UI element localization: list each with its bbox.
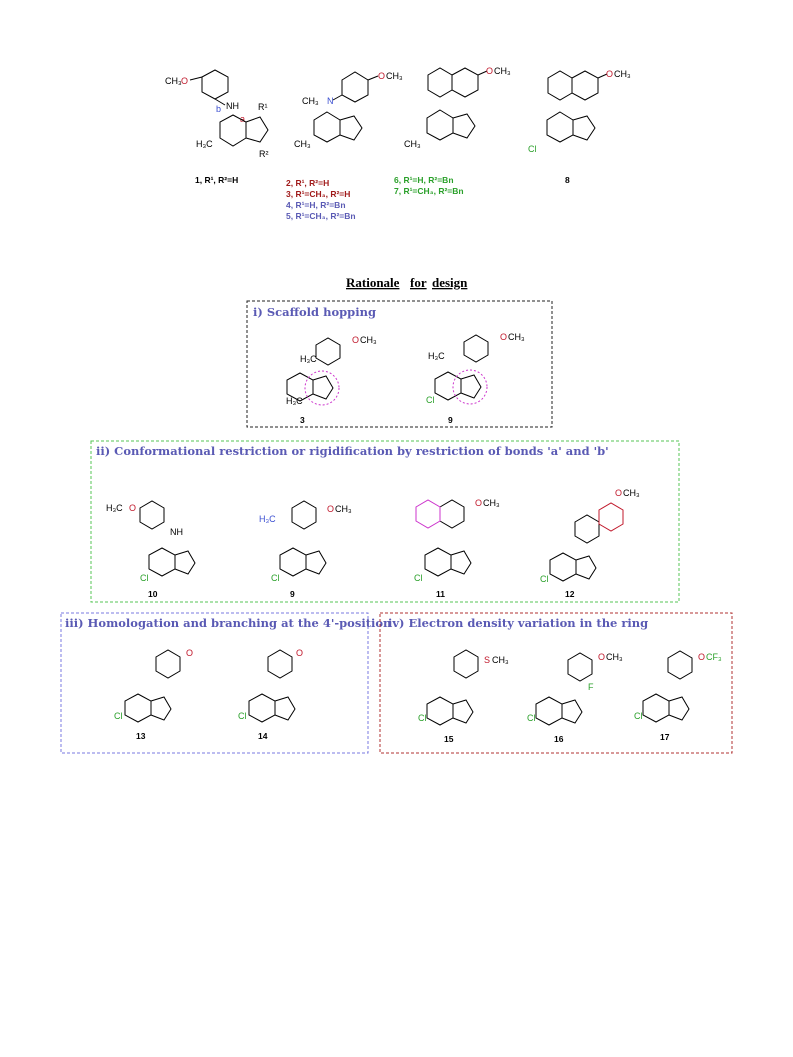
label-53: CH₃ xyxy=(483,498,500,508)
label-7: H₃C xyxy=(196,139,213,149)
label-4: a xyxy=(240,114,245,124)
label-73: CH₃ xyxy=(606,652,623,662)
label-25: Cl xyxy=(528,144,537,154)
section-iv-label: iv) Electron density variation in the ri… xyxy=(388,616,648,630)
label-8: 1, R¹, R²=H xyxy=(195,175,238,185)
label-18: O xyxy=(486,66,493,76)
label-14: 2, R¹, R²=H xyxy=(286,178,329,188)
label-27: Rationale xyxy=(346,275,400,290)
rationale-title: Rationale for design xyxy=(346,275,468,290)
label-21: 6, R¹=H, R²=Bn xyxy=(394,175,454,185)
label-75: Cl xyxy=(527,713,536,723)
label-0: CH₃ xyxy=(165,76,182,86)
label-19: CH₃ xyxy=(494,66,511,76)
section-iii-box xyxy=(60,612,369,754)
label-63: 13 xyxy=(136,731,146,741)
compound-1: CH₃ O b NH a R¹ R² H₃C 1, R¹, R²=H xyxy=(165,69,269,185)
label-56: O xyxy=(615,488,622,498)
label-62: Cl xyxy=(114,711,123,721)
label-34: H₃C xyxy=(286,396,303,406)
section-i-structures: O CH₃ H₃C H₃C 3 O CH₃ H₃C Cl 9 xyxy=(286,332,525,425)
label-38: H₃C xyxy=(428,351,445,361)
label-12: CH₃ xyxy=(302,96,319,106)
label-69: CH₃ xyxy=(492,655,509,665)
section-iii-structures: O Cl 13 O Cl 14 xyxy=(114,648,303,741)
label-24: CH₃ xyxy=(614,69,631,79)
label-28: for xyxy=(410,275,427,290)
section-i-box xyxy=(246,300,553,428)
section-iv-structures: S CH₃ Cl 15 O CH₃ F Cl 16 O CF₃ Cl 17 xyxy=(418,649,722,744)
section-iv-box xyxy=(379,612,733,754)
label-66: 14 xyxy=(258,731,268,741)
label-6: R² xyxy=(259,149,269,159)
label-51: 9 xyxy=(290,589,295,599)
label-10: CH₃ xyxy=(386,71,403,81)
label-9: O xyxy=(378,71,385,81)
label-26: 8 xyxy=(565,175,570,185)
label-29: design xyxy=(432,275,468,290)
label-45: Cl xyxy=(140,573,149,583)
label-33: H₃C xyxy=(300,354,317,364)
label-54: Cl xyxy=(414,573,423,583)
label-5: R¹ xyxy=(258,102,268,112)
label-64: O xyxy=(296,648,303,658)
label-59: 12 xyxy=(565,589,575,599)
label-36: O xyxy=(500,332,507,342)
label-2: b xyxy=(216,104,221,114)
compound-6-7: O CH₃ CH₃ 6, R¹=H, R²=Bn 7, R¹=CH₃, R²=B… xyxy=(394,66,511,196)
section-iii-label: iii) Homologation and branching at the 4… xyxy=(65,616,392,630)
section-ii-box xyxy=(90,440,680,603)
label-68: S xyxy=(484,655,490,665)
label-46: 10 xyxy=(148,589,158,599)
label-72: O xyxy=(598,652,605,662)
label-42: H₃C xyxy=(106,503,123,513)
label-37: CH₃ xyxy=(508,332,525,342)
label-40: 9 xyxy=(448,415,453,425)
label-79: Cl xyxy=(634,711,643,721)
label-1: O xyxy=(181,76,188,86)
label-71: 15 xyxy=(444,734,454,744)
label-50: Cl xyxy=(271,573,280,583)
label-76: 16 xyxy=(554,734,564,744)
label-74: F xyxy=(588,682,594,692)
compound-2-5: O CH₃ N CH₃ CH₃ 2, R¹, R²=H 3, R¹=CH₃, R… xyxy=(286,71,403,221)
label-80: 17 xyxy=(660,732,670,742)
label-78: CF₃ xyxy=(706,652,722,662)
label-3: NH xyxy=(226,101,239,111)
label-32: CH₃ xyxy=(360,335,377,345)
label-13: CH₃ xyxy=(294,139,311,149)
label-22: 7, R¹=CH₃, R²=Bn xyxy=(394,186,464,196)
label-47: O xyxy=(327,504,334,514)
label-70: Cl xyxy=(418,713,427,723)
section-i-label: i) Scaffold hopping xyxy=(253,305,376,319)
label-77: O xyxy=(698,652,705,662)
label-43: O xyxy=(129,503,136,513)
label-31: O xyxy=(352,335,359,345)
label-57: CH₃ xyxy=(623,488,640,498)
label-20: CH₃ xyxy=(404,139,421,149)
label-48: CH₃ xyxy=(335,504,352,514)
label-39: Cl xyxy=(426,395,435,405)
label-65: Cl xyxy=(238,711,247,721)
label-55: 11 xyxy=(436,589,445,599)
label-35: 3 xyxy=(300,415,305,425)
compound-8: O CH₃ Cl 8 xyxy=(528,69,631,185)
label-23: O xyxy=(606,69,613,79)
label-11: N xyxy=(327,96,334,106)
label-17: 5, R¹=CH₃, R²=Bn xyxy=(286,211,356,221)
section-ii-label: ii) Conformational restriction or rigidi… xyxy=(96,444,609,458)
section-ii-structures: H₃C O NH Cl 10 O CH₃ H₃C Cl 9 O CH₃ Cl 1… xyxy=(106,488,640,599)
label-15: 3, R¹=CH₃, R²=H xyxy=(286,189,350,199)
label-16: 4, R¹=H, R²=Bn xyxy=(286,200,346,210)
label-49: H₃C xyxy=(259,514,276,524)
label-44: NH xyxy=(170,527,183,537)
label-52: O xyxy=(475,498,482,508)
label-58: Cl xyxy=(540,574,549,584)
label-61: O xyxy=(186,648,193,658)
